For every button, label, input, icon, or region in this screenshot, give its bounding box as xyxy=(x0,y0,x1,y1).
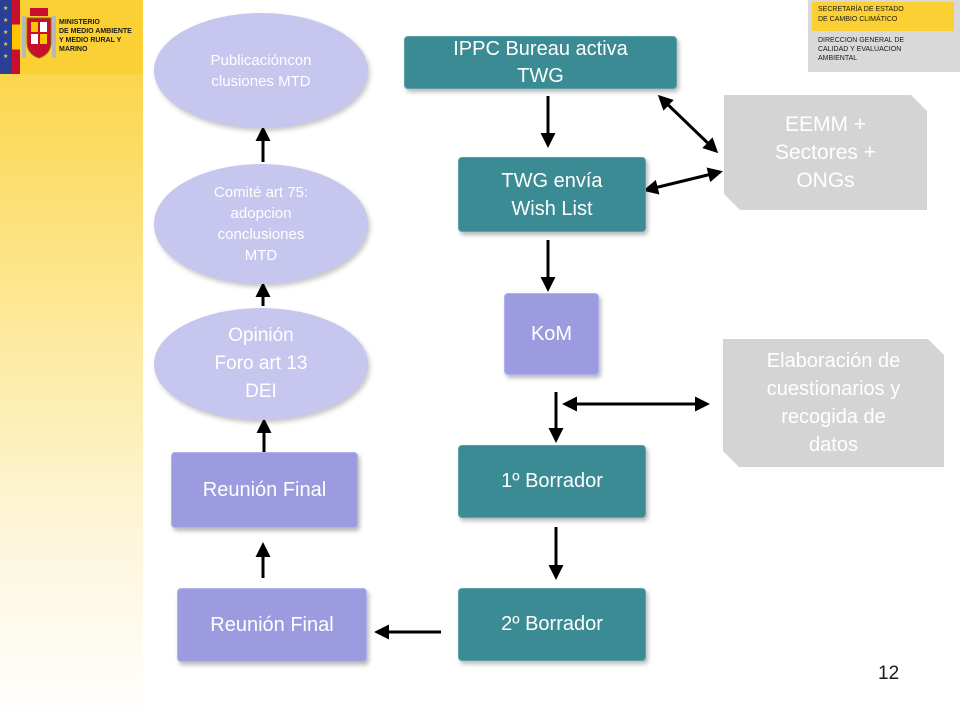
node-eemm-sectores-ongs: EEMM +Sectores +ONGs xyxy=(724,95,927,210)
node-reunion-final-lower: Reunión Final xyxy=(177,588,367,662)
left-decorative-band xyxy=(0,0,143,720)
secretaria-label: SECRETARÍA DE ESTADO DE CAMBIO CLIMÁTICO xyxy=(812,2,954,31)
eu-flag-icon: ★ ★ ★ ★ ★ xyxy=(0,0,12,74)
ministry-name: MINISTERIO DE MEDIO AMBIENTE Y MEDIO RUR… xyxy=(59,19,132,53)
page-number: 12 xyxy=(878,663,900,684)
arrow-twg-eemm xyxy=(643,167,723,195)
node-borrador-1: 1º Borrador xyxy=(458,445,646,518)
arrow-ippc-eemm xyxy=(657,94,719,154)
spain-flag-icon xyxy=(12,0,20,74)
node-borrador-2: 2º Borrador xyxy=(458,588,646,661)
node-reunion-final-upper: Reunión Final xyxy=(171,452,358,528)
coat-of-arms-icon xyxy=(22,8,56,59)
ministry-logo: ★ ★ ★ ★ ★ MINISTERIO DE MEDIO AMBIENTE Y… xyxy=(0,0,143,74)
direccion-label: DIRECCION GENERAL DE CALIDAD Y EVALUACIO… xyxy=(818,37,905,62)
node-kom: KoM xyxy=(504,293,599,375)
